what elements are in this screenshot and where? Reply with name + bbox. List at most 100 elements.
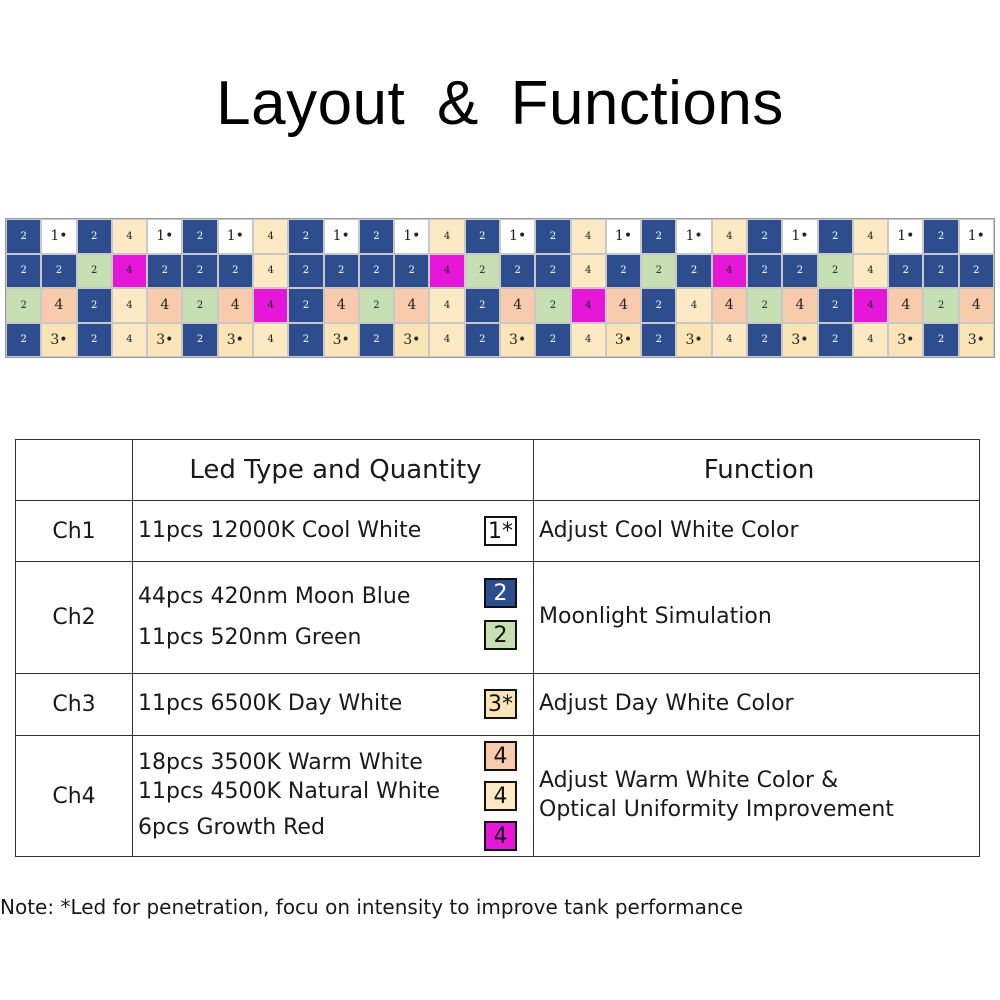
led-cell: 3• bbox=[676, 322, 712, 357]
led-cell: 3• bbox=[958, 322, 994, 357]
led-cell: 3• bbox=[147, 322, 183, 357]
led-cell: 2 bbox=[464, 219, 500, 254]
led-spec-table: Led Type and Quantity Function Ch1 11pcs… bbox=[15, 439, 980, 857]
header-led-type: Led Type and Quantity bbox=[132, 439, 534, 501]
led-cell: 3• bbox=[888, 322, 924, 357]
led-swatch-day-white: 3* bbox=[484, 689, 517, 719]
led-swatch-growth-red: 4 bbox=[484, 821, 517, 851]
led-cell: 2 bbox=[394, 253, 430, 288]
led-cell: 2 bbox=[323, 253, 359, 288]
led-cell: 3• bbox=[499, 322, 536, 357]
led-cell: 1• bbox=[499, 219, 536, 254]
led-cell: 1• bbox=[41, 219, 77, 254]
led-cell: 4 bbox=[429, 322, 465, 357]
led-cell: 2 bbox=[746, 322, 783, 357]
led-type-text: 44pcs 420nm Moon Blue bbox=[138, 583, 411, 609]
led-cell: 3• bbox=[605, 322, 642, 357]
led-cell: 3• bbox=[217, 322, 253, 357]
led-cell: 2 bbox=[641, 253, 677, 288]
led-cell: 4 bbox=[41, 288, 77, 323]
led-cell: 2 bbox=[535, 322, 571, 357]
led-type-text: 6pcs Growth Red bbox=[138, 815, 325, 841]
led-cell: 3• bbox=[394, 322, 430, 357]
led-cell: 2 bbox=[147, 253, 183, 288]
table-row: Ch4 18pcs 3500K Warm White 11pcs 4500K N… bbox=[15, 735, 980, 857]
led-cell: 2 bbox=[182, 253, 218, 288]
led-cell: 2 bbox=[6, 219, 42, 254]
led-type-text: 11pcs 4500K Natural White bbox=[138, 778, 441, 804]
led-cell: 4 bbox=[888, 288, 924, 323]
led-cell: 2 bbox=[641, 322, 677, 357]
led-type-cell: 44pcs 420nm Moon Blue 11pcs 520nm Green … bbox=[132, 561, 534, 674]
led-cell: 4 bbox=[782, 288, 818, 323]
led-cell: 4 bbox=[570, 219, 606, 254]
led-cell: 4 bbox=[852, 253, 889, 288]
function-cell: Adjust Day White Color bbox=[533, 673, 980, 736]
led-swatch-natural-white: 4 bbox=[484, 781, 517, 811]
led-cell: 2 bbox=[817, 253, 853, 288]
led-cell: 2 bbox=[641, 219, 677, 254]
led-cell: 4 bbox=[217, 288, 253, 323]
led-cell: 4 bbox=[252, 288, 289, 323]
led-cell: 2 bbox=[76, 219, 112, 254]
led-cell: 2 bbox=[746, 253, 783, 288]
led-cell: 4 bbox=[852, 288, 889, 323]
function-text: Adjust Day White Color bbox=[539, 691, 794, 717]
led-cell: 2 bbox=[464, 288, 500, 323]
led-cell: 2 bbox=[288, 253, 324, 288]
led-cell: 2 bbox=[6, 253, 42, 288]
led-cell: 4 bbox=[711, 322, 747, 357]
led-cell: 4 bbox=[252, 322, 289, 357]
led-cell: 1• bbox=[147, 219, 183, 254]
led-cell: 1• bbox=[676, 219, 712, 254]
led-cell: 4 bbox=[252, 219, 289, 254]
led-cell: 2 bbox=[6, 288, 42, 323]
led-cell: 4 bbox=[111, 288, 148, 323]
led-cell: 1• bbox=[323, 219, 359, 254]
led-cell: 4 bbox=[429, 288, 465, 323]
led-cell: 4 bbox=[852, 219, 889, 254]
led-type-text: 11pcs 6500K Day White bbox=[138, 691, 403, 717]
led-cell: 1• bbox=[888, 219, 924, 254]
led-cell: 4 bbox=[429, 253, 465, 288]
led-cell: 2 bbox=[358, 322, 395, 357]
channel-label: Ch4 bbox=[15, 735, 133, 857]
led-cell: 1• bbox=[958, 219, 994, 254]
led-cell: 2 bbox=[782, 253, 818, 288]
led-cell: 2 bbox=[182, 322, 218, 357]
led-cell: 4 bbox=[111, 253, 148, 288]
led-type-cell: 11pcs 12000K Cool White 1* bbox=[132, 500, 534, 562]
led-cell: 2 bbox=[817, 288, 853, 323]
led-cell: 4 bbox=[711, 288, 747, 323]
led-cell: 1• bbox=[782, 219, 818, 254]
led-swatch-moon-blue: 2 bbox=[484, 578, 517, 608]
led-cell: 4 bbox=[570, 288, 606, 323]
led-cell: 4 bbox=[711, 219, 747, 254]
led-cell: 1• bbox=[394, 219, 430, 254]
led-type-text: 11pcs 12000K Cool White bbox=[138, 517, 422, 543]
led-cell: 2 bbox=[923, 253, 959, 288]
led-cell: 2 bbox=[358, 253, 395, 288]
led-cell: 2 bbox=[817, 219, 853, 254]
led-cell: 2 bbox=[958, 253, 994, 288]
channel-label: Ch2 bbox=[15, 561, 133, 674]
led-cell: 4 bbox=[676, 288, 712, 323]
led-cell: 4 bbox=[111, 322, 148, 357]
led-cell: 4 bbox=[570, 253, 606, 288]
led-cell: 2 bbox=[817, 322, 853, 357]
led-cell: 2 bbox=[288, 219, 324, 254]
led-cell: 4 bbox=[394, 288, 430, 323]
led-cell: 2 bbox=[605, 253, 642, 288]
led-cell: 2 bbox=[288, 322, 324, 357]
led-cell: 4 bbox=[429, 219, 465, 254]
led-cell: 2 bbox=[6, 322, 42, 357]
led-cell: 4 bbox=[147, 288, 183, 323]
led-cell: 2 bbox=[641, 288, 677, 323]
function-text: Adjust Cool White Color bbox=[539, 517, 799, 543]
function-cell: Moonlight Simulation bbox=[533, 561, 980, 674]
header-function: Function bbox=[533, 439, 980, 501]
led-cell: 2 bbox=[535, 253, 571, 288]
led-cell: 2 bbox=[923, 219, 959, 254]
led-cell: 2 bbox=[535, 219, 571, 254]
